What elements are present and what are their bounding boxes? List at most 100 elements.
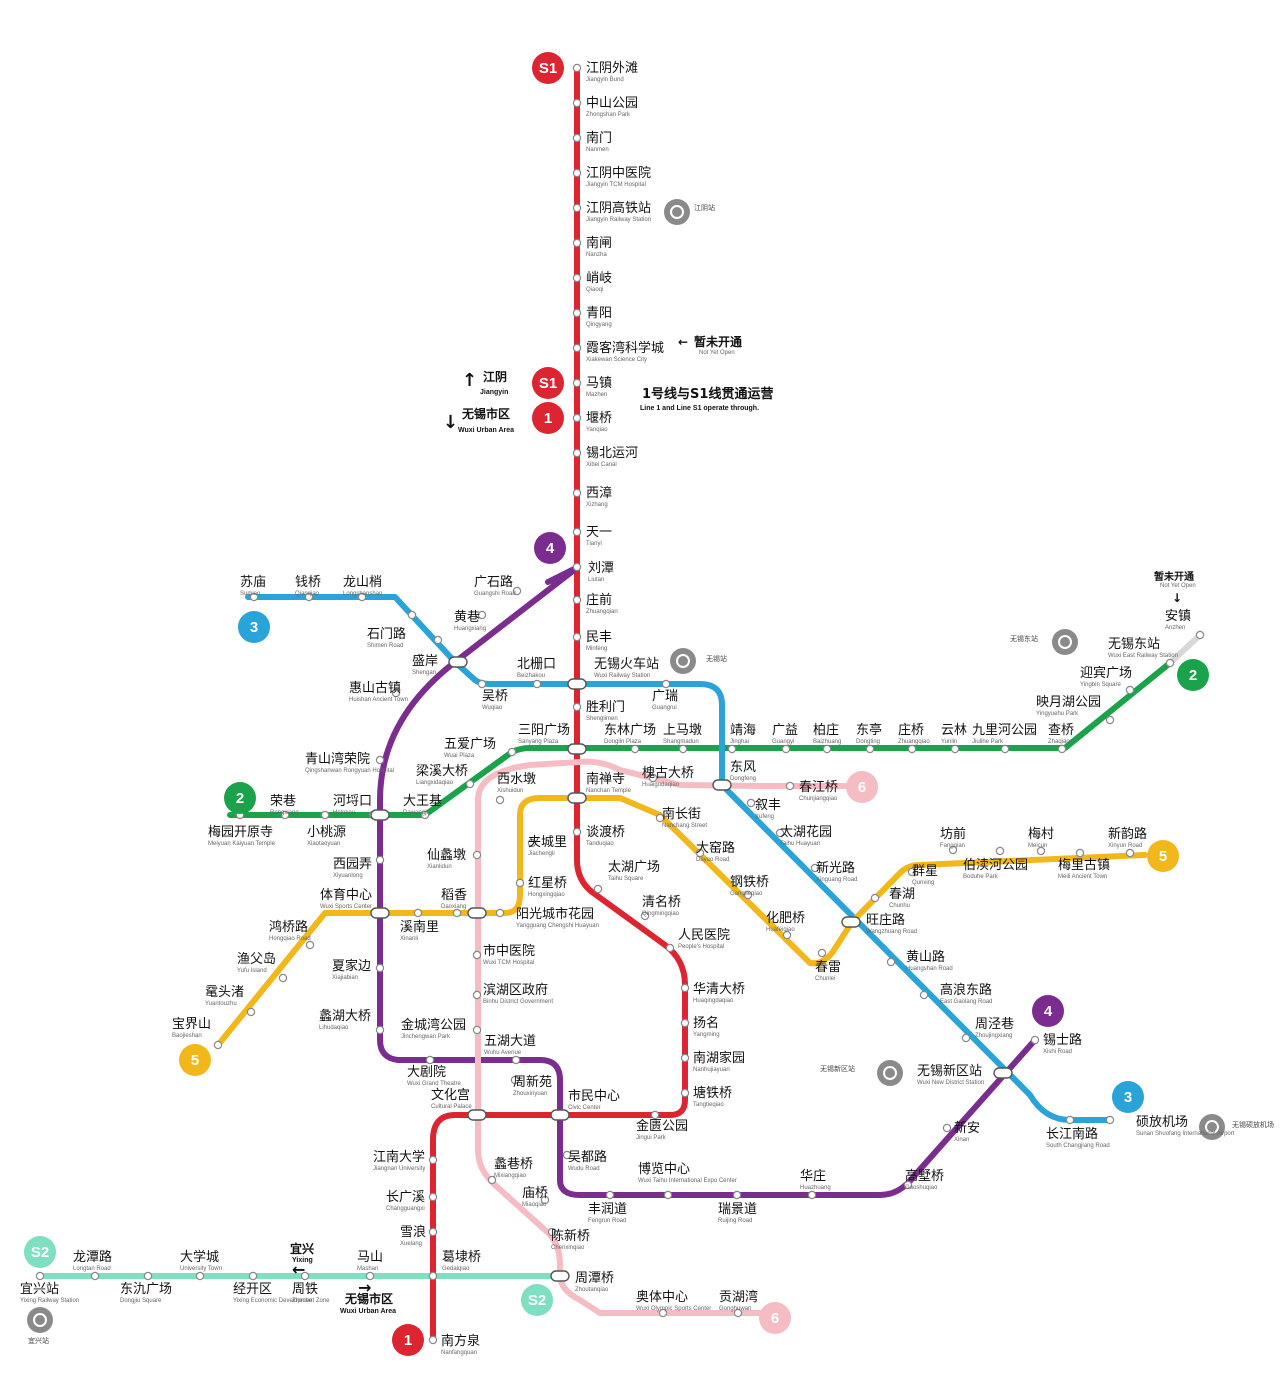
station-guangrui-label[interactable]: 广瑞 bbox=[652, 689, 678, 704]
station-dongting-label[interactable]: 东亭 bbox=[856, 722, 882, 738]
station-xizhang-dot[interactable] bbox=[573, 489, 580, 496]
station-gangtieqiao-label[interactable]: 钢铁桥 bbox=[730, 875, 769, 890]
station-meili-ancient-town-dot[interactable] bbox=[1076, 849, 1083, 856]
station-yingbin-square-label[interactable]: 迎宾广场 bbox=[1080, 665, 1132, 681]
station-donglin-plaza-dot[interactable] bbox=[631, 745, 638, 752]
station-xinanli-label[interactable]: 溪南里 bbox=[400, 919, 439, 935]
station-guangrui-dot[interactable] bbox=[662, 680, 669, 687]
station-xufeng-dot[interactable] bbox=[747, 799, 754, 806]
station-jinchengwan-park-label[interactable]: 金城湾公园 bbox=[401, 1017, 466, 1033]
station-dongfeng-label[interactable]: 东风 bbox=[730, 760, 756, 775]
station-dongting-dot[interactable] bbox=[866, 745, 873, 752]
station-gonghuwan-label[interactable]: 贡湖湾 bbox=[719, 1289, 758, 1305]
station-sanyang-plaza-label[interactable]: 三阳广场 bbox=[518, 723, 570, 738]
station-xuelang-dot[interactable] bbox=[429, 1228, 436, 1235]
station-huafeiqiao-label[interactable]: 化肥桥 bbox=[766, 911, 805, 926]
interchange-marker[interactable] bbox=[551, 1110, 569, 1120]
station-mazhen-label[interactable]: 马镇 bbox=[586, 376, 612, 391]
station-cultural-palace-label[interactable]: 文化宫 bbox=[431, 1088, 470, 1103]
station-wuhu-avenue-label[interactable]: 五湖大道 bbox=[484, 1034, 536, 1049]
station-fengrun-road-label[interactable]: 丰润道 bbox=[588, 1202, 627, 1217]
station-zhouxinyuan-label[interactable]: 周新苑 bbox=[513, 1074, 552, 1090]
station-zhuangqian-dot[interactable] bbox=[573, 596, 580, 603]
station-shimen-road-dot[interactable] bbox=[408, 611, 415, 618]
station-jiangnan-university-label[interactable]: 江南大学 bbox=[373, 1149, 425, 1165]
station-hongxingqiao-label[interactable]: 红星桥 bbox=[528, 875, 567, 891]
station-dawangji-label[interactable]: 大王基 bbox=[403, 794, 442, 809]
station-jingui-park-dot[interactable] bbox=[651, 1111, 658, 1118]
station-zhaqiao-label[interactable]: 查桥 bbox=[1048, 723, 1074, 738]
station-nanmen-label[interactable]: 南门 bbox=[586, 130, 612, 146]
station-guangyi-dot[interactable] bbox=[782, 745, 789, 752]
station-yanqiao-label[interactable]: 堰桥 bbox=[586, 411, 612, 426]
station-nanzha-dot[interactable] bbox=[573, 239, 580, 246]
station-chunjiangqiao-label[interactable]: 春江桥 bbox=[799, 780, 838, 795]
station-meiyuan-kaiyuan-temple-label[interactable]: 梅园开原寺 bbox=[208, 825, 273, 840]
station-xiaotaoyuan-label[interactable]: 小桃源 bbox=[307, 825, 346, 840]
station-wudu-road-label[interactable]: 吴都路 bbox=[568, 1149, 607, 1165]
station-hongxingqiao-dot[interactable] bbox=[516, 879, 523, 886]
station-xibei-canal-label[interactable]: 锡北运河 bbox=[586, 446, 638, 461]
station-nanfangquan-label[interactable]: 南方泉 bbox=[441, 1333, 480, 1349]
station-tianyi-dot[interactable] bbox=[573, 528, 580, 535]
station-hongqiao-road-label[interactable]: 鸿桥路 bbox=[269, 919, 308, 935]
station-zhoutanqiao-label[interactable]: 周潭桥 bbox=[575, 1271, 614, 1286]
station-east-gaolang-road-dot[interactable] bbox=[920, 991, 927, 998]
station-huazhuang-label[interactable]: 华庄 bbox=[800, 1168, 826, 1184]
interchange-marker[interactable] bbox=[568, 679, 586, 689]
station-jiangyin-bund-label[interactable]: 江阴外滩 bbox=[586, 61, 638, 76]
station-zhuangqiao-dot[interactable] bbox=[908, 745, 915, 752]
station-yangguang-chengshi-huayuan-label[interactable]: 阳光城市花园 bbox=[516, 906, 594, 922]
station-shenglimen-label[interactable]: 胜利门 bbox=[586, 700, 625, 715]
station-xiyuanlong-dot[interactable] bbox=[376, 856, 383, 863]
station-yangguang-chengshi-huayuan-dot[interactable] bbox=[496, 909, 503, 916]
station-mashan-label[interactable]: 马山 bbox=[357, 1250, 383, 1265]
station-xiakewan-science-city-dot[interactable] bbox=[573, 344, 580, 351]
station-shimen-road-label[interactable]: 石门路 bbox=[367, 626, 406, 642]
station-university-town-label[interactable]: 大学城 bbox=[180, 1249, 219, 1265]
station-huishan-ancient-town-label[interactable]: 惠山古镇 bbox=[349, 681, 401, 696]
station-huaqingdaqiao-dot[interactable] bbox=[681, 984, 688, 991]
station-shangmadun-label[interactable]: 上马墩 bbox=[663, 723, 702, 738]
station-binhu-district-government-dot[interactable] bbox=[473, 991, 480, 998]
station-jiulihe-park-label[interactable]: 九里河公园 bbox=[972, 723, 1037, 738]
station-xishi-road-dot[interactable] bbox=[1031, 1036, 1038, 1043]
station-changguangxi-label[interactable]: 长广溪 bbox=[386, 1190, 425, 1205]
station-lihudaqiao-dot[interactable] bbox=[376, 1026, 383, 1033]
station-yangming-dot[interactable] bbox=[681, 1019, 688, 1026]
station-east-gaolang-road-label[interactable]: 高浪东路 bbox=[940, 982, 992, 998]
station-hongqiao-road-dot[interactable] bbox=[306, 941, 313, 948]
station-huaqingdaqiao-label[interactable]: 华清大桥 bbox=[693, 982, 745, 997]
station-xiyuanlong-label[interactable]: 西园弄 bbox=[333, 857, 372, 872]
station-fangqian-label[interactable]: 坊前 bbox=[940, 826, 966, 842]
station-yingyuehu-park-label[interactable]: 映月湖公园 bbox=[1036, 695, 1101, 710]
station-huangxiang-label[interactable]: 黄巷 bbox=[454, 610, 480, 625]
station-jiangyin-railway-station-label[interactable]: 江阴高铁站 bbox=[586, 200, 651, 216]
station-tangtieqiao-label[interactable]: 塘铁桥 bbox=[693, 1085, 732, 1101]
station-nanhujiayuan-label[interactable]: 南湖家园 bbox=[693, 1050, 745, 1066]
station-qingshanwan-rongyuan-hospital-dot[interactable] bbox=[376, 756, 383, 763]
station-yangming-label[interactable]: 扬名 bbox=[693, 1015, 719, 1031]
station-yanqiao-dot[interactable] bbox=[573, 414, 580, 421]
interchange-marker[interactable] bbox=[449, 657, 467, 667]
station-baizhuang-dot[interactable] bbox=[823, 745, 830, 752]
interchange-marker[interactable] bbox=[468, 1110, 486, 1120]
station-xishuidun-label[interactable]: 西水墩 bbox=[497, 772, 536, 787]
station-qianqiao-label[interactable]: 钱桥 bbox=[295, 575, 321, 590]
station-daoxiang-label[interactable]: 稻香 bbox=[441, 888, 467, 903]
interchange-marker[interactable] bbox=[468, 908, 486, 918]
station-yingbin-square-dot[interactable] bbox=[1126, 686, 1133, 693]
station-jiangyin-tcm-hospital-label[interactable]: 江阴中医院 bbox=[586, 166, 651, 181]
station-huazhuang-dot[interactable] bbox=[808, 1191, 815, 1198]
station-wuxi-sports-center-label[interactable]: 体育中心 bbox=[320, 887, 372, 903]
station-jiangyin-railway-station-dot[interactable] bbox=[573, 204, 580, 211]
station-helekou-label[interactable]: 河埒口 bbox=[333, 794, 372, 809]
station-xinan-dot[interactable] bbox=[943, 1124, 950, 1131]
station-yufu-island-label[interactable]: 渔父岛 bbox=[237, 951, 276, 967]
station-shenglimen-dot[interactable] bbox=[573, 703, 580, 710]
station-jiulihe-park-dot[interactable] bbox=[1001, 745, 1008, 752]
station-boduhe-park-dot[interactable] bbox=[996, 847, 1003, 854]
station-wuxi-east-railway-station-label[interactable]: 无锡东站 bbox=[1108, 637, 1160, 652]
station-zhoujingxiang-label[interactable]: 周泾巷 bbox=[975, 1017, 1014, 1032]
station-beizhakou-label[interactable]: 北栅口 bbox=[517, 657, 556, 672]
